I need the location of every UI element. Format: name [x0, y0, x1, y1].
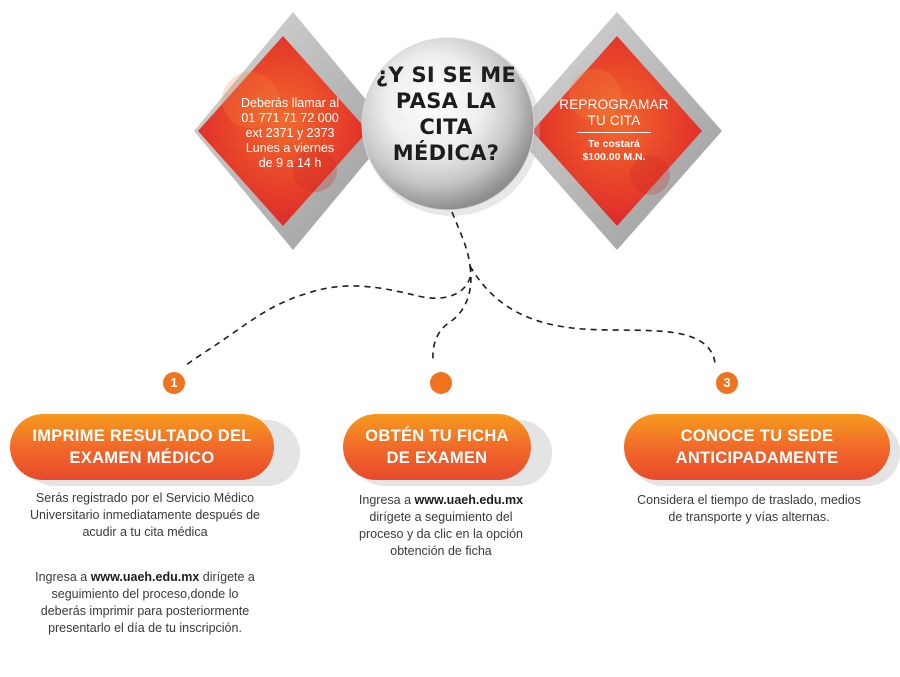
step-1-title-line-2: EXAMEN MÉDICO [69, 449, 215, 467]
step-2-title-line-2: DE EXAMEN [386, 449, 488, 467]
step-3-badge: 3 [716, 372, 738, 394]
cost-value: $100.00 M.N. [582, 151, 646, 163]
left-line-3: ext 2371 y 2373 [245, 126, 335, 140]
step-3-para-line-1: Considera el tiempo de traslado, medios [637, 493, 861, 507]
reprogram-title-2: TU CITA [587, 113, 641, 128]
step-1-para2-line-2: seguimiento del proceso,donde lo [51, 587, 239, 601]
center-title-line-1: ¿Y SI SE ME [375, 63, 517, 87]
step-3-title-line-1: CONOCE TU SEDE [680, 427, 834, 445]
step-1-link[interactable]: www.uaeh.edu.mx [90, 570, 200, 584]
right-diamond-text: REPROGRAMAR TU CITA Te costará $100.00 M… [548, 97, 680, 164]
step-1-pill: IMPRIME RESULTADO DEL EXAMEN MÉDICO [10, 414, 274, 480]
step-1-para2-line-4: presentarlo el día de tu inscripción. [48, 621, 242, 635]
step-1-badge: 1 [163, 372, 185, 394]
center-title-line-4: MÉDICA? [392, 141, 500, 165]
left-line-2: 01 771 71 72 000 [241, 111, 339, 125]
left-diamond [198, 36, 368, 226]
center-sphere [361, 37, 535, 211]
left-line-4: Lunes a viernes [245, 141, 335, 155]
center-title-line-3: CITA [419, 115, 473, 139]
step-1-para2-line-1: Ingresa a www.uaeh.edu.mx dirígete a [0, 569, 290, 586]
reprogram-title-1: REPROGRAMAR [559, 97, 669, 112]
cost-label: Te costará [588, 138, 640, 150]
step-3-title-line-2: ANTICIPADAMENTE [675, 449, 839, 467]
step-2-para-line-3: proceso y da clic en la opción [359, 527, 523, 541]
step-1-para2-line-3: deberás imprimir para posteriormente [40, 604, 250, 618]
step-2-badge [430, 372, 452, 394]
step-1-para2-pre: Ingresa a [35, 570, 91, 584]
step-2-pill: OBTÉN TU FICHA DE EXAMEN [343, 414, 531, 480]
step-1-title-line-1: IMPRIME RESULTADO DEL [32, 427, 252, 445]
step-3-para-line-2: de transporte y vías alternas. [668, 510, 830, 524]
step-3-description: Considera el tiempo de traslado, medios … [608, 492, 890, 526]
step-2-para-line-1: Ingresa a www.uaeh.edu.mx [327, 492, 555, 509]
step-3-pill: CONOCE TU SEDE ANTICIPADAMENTE [624, 414, 890, 480]
center-title-line-2: PASA LA [395, 89, 497, 113]
left-line-1: Deberás llamar al [241, 96, 339, 110]
step-1-para1-line-1: Serás registrado por el Servicio Médico [35, 491, 255, 505]
dashed-connectors [184, 211, 716, 367]
step-1-description: Serás registrado por el Servicio Médico … [0, 490, 290, 541]
step-1-para2-post: dirígete a [199, 570, 255, 584]
left-line-5: de 9 a 14 h [258, 156, 322, 170]
center-question-title: ¿Y SI SE ME PASA LA CITA MÉDICA? [371, 62, 521, 166]
step-1-para1-line-3: acudir a tu cita médica [82, 525, 208, 539]
step-2-title-line-1: OBTÉN TU FICHA [365, 427, 509, 445]
step-2-para-pre: Ingresa a [358, 493, 415, 507]
step-2-description: Ingresa a www.uaeh.edu.mx dirígete a seg… [327, 492, 555, 560]
step-1-description-2: Ingresa a www.uaeh.edu.mx dirígete a seg… [0, 569, 290, 637]
step-2-para-line-4: obtención de ficha [390, 544, 492, 558]
right-diamond [532, 36, 702, 226]
step-2-link[interactable]: www.uaeh.edu.mx [414, 493, 524, 507]
step-1-para1-line-2: Universitario inmediatamente después de [30, 508, 260, 522]
left-diamond-text: Deberás llamar al 01 771 71 72 000 ext 2… [220, 96, 360, 171]
reprogram-divider [577, 132, 651, 133]
step-2-para-line-2: dirígete a seguimiento del [369, 510, 513, 524]
